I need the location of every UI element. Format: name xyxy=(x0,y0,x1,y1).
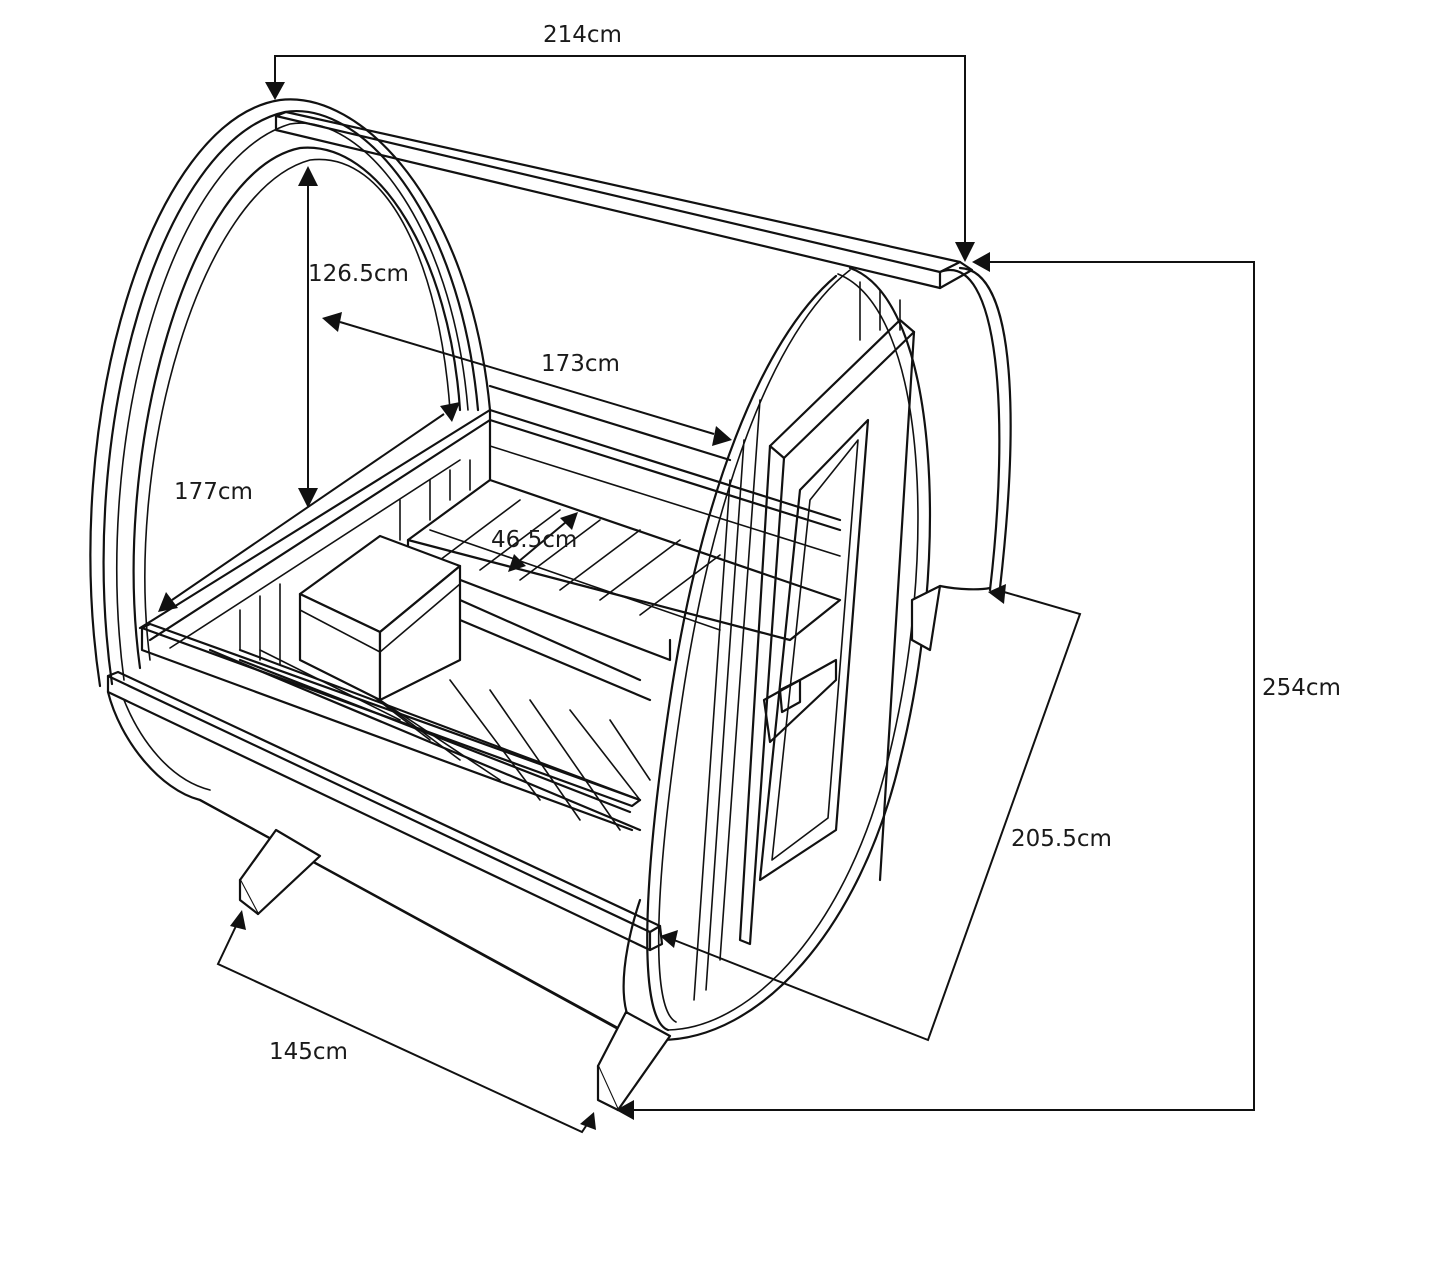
stove-box xyxy=(298,534,462,702)
bench-length-label: 173cm xyxy=(541,351,620,377)
bench-depth-label: 46.5cm xyxy=(491,527,578,553)
dimension-lines xyxy=(158,55,1255,1134)
door-height-label: 126.5cm xyxy=(308,261,409,287)
diagonal-depth-label: 205.5cm xyxy=(1011,826,1112,852)
door xyxy=(738,318,916,946)
base-width-label: 145cm xyxy=(269,1039,348,1065)
rear-end-ring xyxy=(89,98,492,688)
inner-height-label: 177cm xyxy=(174,479,253,505)
legs xyxy=(238,584,992,1112)
front-end-ring xyxy=(622,266,1012,1042)
top-width-label: 214cm xyxy=(543,22,622,48)
interior xyxy=(138,384,842,832)
front-side-rail xyxy=(106,622,664,1042)
total-height-label: 254cm xyxy=(1262,675,1341,701)
